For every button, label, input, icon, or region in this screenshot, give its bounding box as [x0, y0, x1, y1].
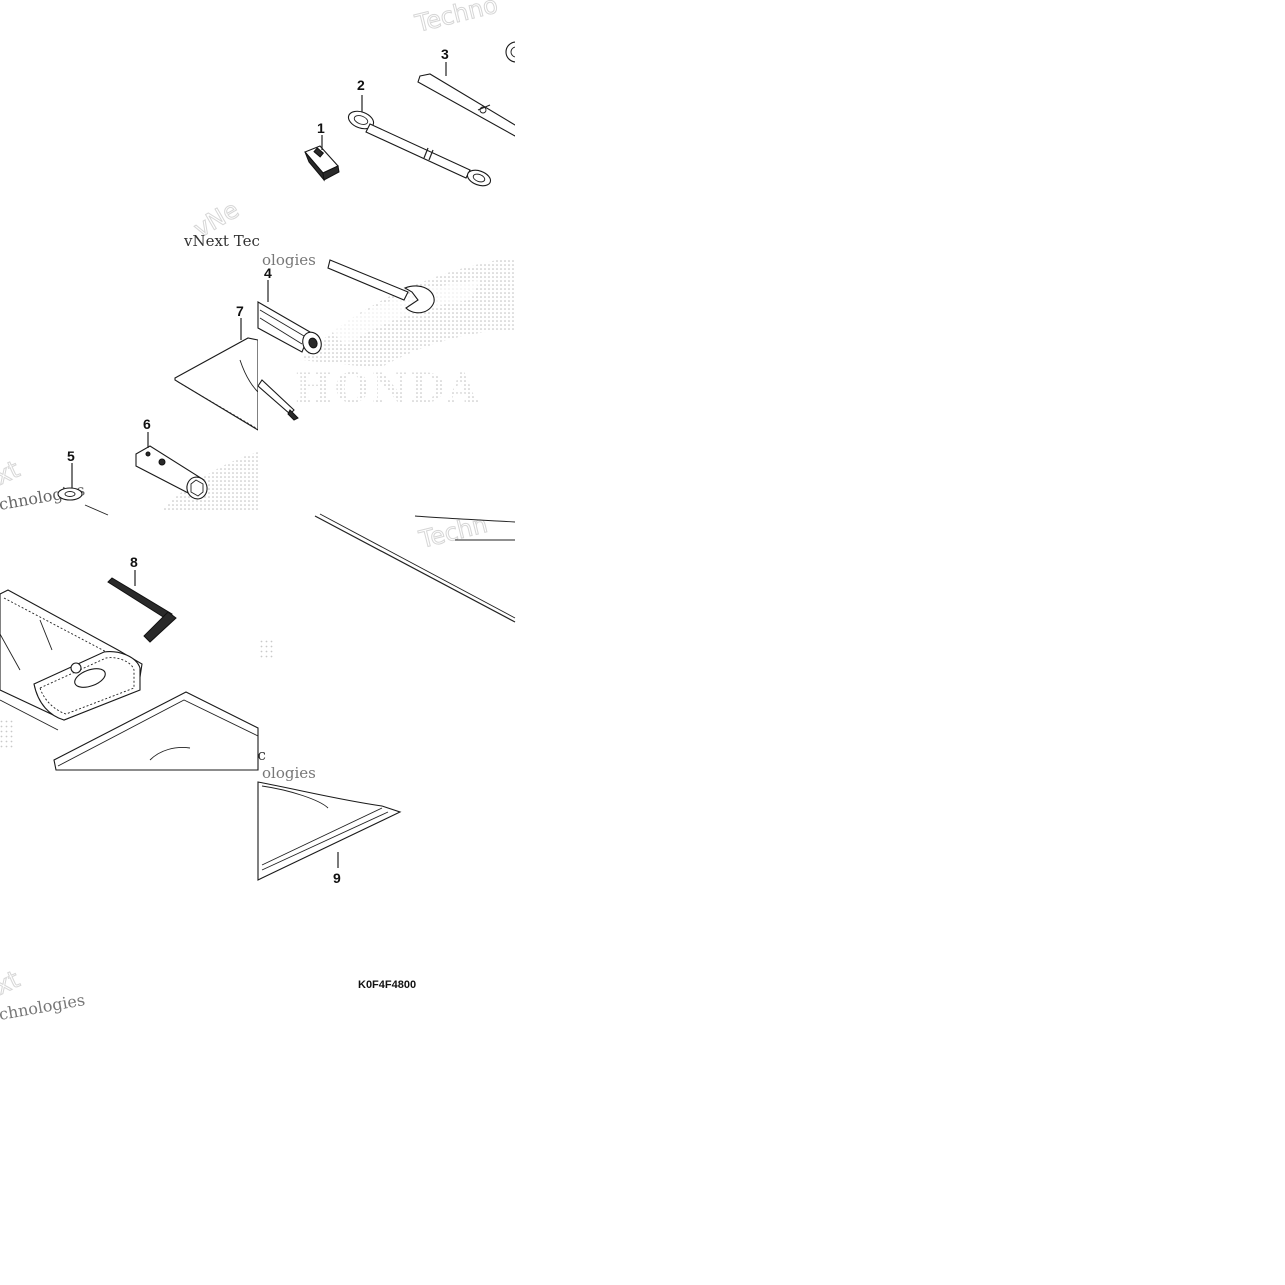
watermark-text: ologies	[262, 764, 316, 782]
callout-5: 5	[67, 448, 75, 464]
callout-6: 6	[143, 416, 151, 432]
cable-line	[314, 513, 516, 623]
part-1-clip	[304, 135, 340, 182]
part-3-wrench	[417, 41, 515, 137]
callout-2: 2	[357, 77, 365, 93]
part-4-handle	[257, 259, 435, 355]
part-2-wrench	[347, 95, 492, 187]
part-7-tool-roll	[174, 318, 258, 431]
callout-1: 1	[317, 120, 325, 136]
callout-9: 9	[333, 870, 341, 886]
callouts: 1 2 3 4 5 6 7 8 9	[67, 46, 449, 886]
watermark-text: xt	[0, 455, 24, 490]
watermark-text: Techno	[412, 0, 501, 38]
part-8-hex-key	[107, 570, 177, 643]
screwdriver-bit	[257, 379, 299, 421]
part-9-bag	[53, 691, 402, 881]
part-5-nut	[57, 463, 109, 516]
callout-4: 4	[264, 265, 272, 281]
callout-8: 8	[130, 554, 138, 570]
watermark-text: vNext Tec	[183, 232, 260, 250]
honda-wordmark-watermark: HONDA	[295, 365, 480, 412]
watermark-text: xt	[0, 965, 24, 1000]
part-6-plug-wrench	[135, 432, 208, 500]
tool-pouch	[0, 589, 143, 731]
brand-watermark: HONDA	[295, 365, 480, 412]
callout-7: 7	[236, 303, 244, 319]
diagram-code: K0F4F4800	[358, 979, 416, 991]
watermark-text: ologies	[262, 251, 316, 269]
honda-wing-watermark	[0, 258, 515, 748]
callout-3: 3	[441, 46, 449, 62]
